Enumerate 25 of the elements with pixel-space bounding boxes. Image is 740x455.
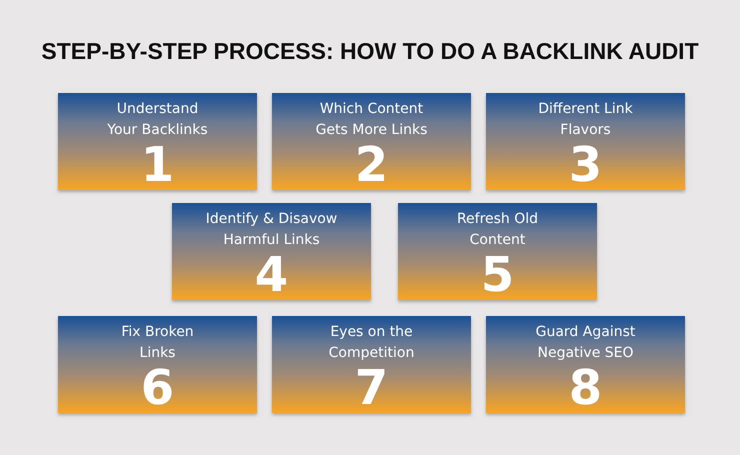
step-card [486,316,685,413]
step-number: 1 [140,142,174,188]
step-number: 2 [354,142,388,188]
step-heading: Understand Your Backlinks [107,100,208,140]
step-heading: Guard Against Negative SEO [536,323,636,363]
step-number: 4 [254,252,288,298]
step-heading: Refresh Old Content [456,210,538,250]
step-card [58,316,257,413]
step-number: 5 [480,252,514,298]
step-number: 3 [568,142,602,188]
step-card [58,93,257,190]
step-number: 8 [568,365,602,411]
step-number: 7 [354,365,388,411]
step-card [398,203,597,300]
step-card [272,316,471,413]
step-card [486,93,685,190]
step-heading: Identify & Disavow Harmful Links [206,210,338,250]
step-heading: Eyes on the Competition [328,323,414,363]
step-heading: Which Content Gets More Links [316,100,428,140]
step-card [172,203,371,300]
step-number: 6 [140,365,174,411]
step-heading: Different Link Flavors [538,100,633,140]
title: STEP-BY-STEP PROCESS: HOW TO DO A BACKLINK AUDIT [41,38,699,65]
step-card [272,93,471,190]
step-heading: Fix Broken Links [121,323,194,363]
